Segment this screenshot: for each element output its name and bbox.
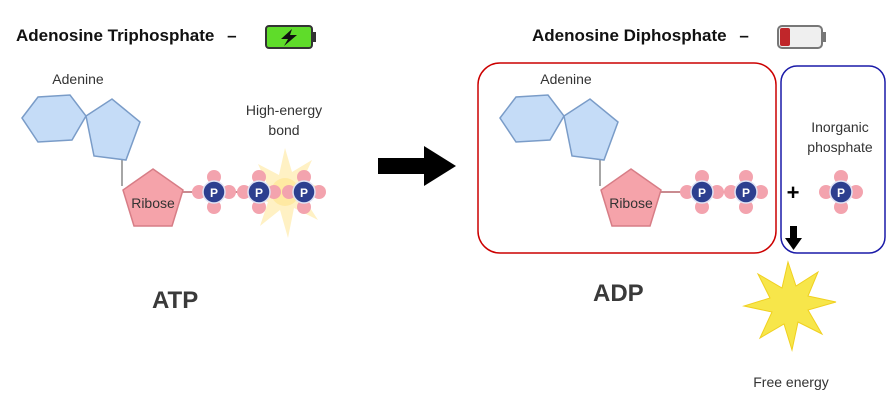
atp-molecule: Adenine Ribose P P P High-energy bond (21, 71, 326, 238)
plus-sign: + (787, 180, 800, 205)
adp-phosphate-group-1 (680, 170, 724, 214)
adp-title: Adenosine Diphosphate – (532, 26, 749, 46)
adp-title-text: Adenosine Diphosphate (532, 26, 727, 45)
adenine-hexagon (21, 94, 87, 143)
down-arrow-icon (785, 226, 802, 250)
adp-molecule: Adenine Ribose P P (499, 71, 768, 227)
atp-title: Adenosine Triphosphate – (16, 26, 237, 46)
ribose-pentagon (122, 168, 184, 227)
adp-adenine-pentagon (563, 98, 619, 161)
right-arrow-icon (378, 146, 456, 186)
free-energy-starburst (742, 260, 837, 352)
adp-adenine-label: Adenine (540, 71, 592, 87)
battery-low-icon (777, 25, 826, 49)
atp-p-label-2: P (255, 186, 263, 200)
atp-label: ATP (152, 287, 199, 314)
phosphate-group-3 (282, 170, 326, 214)
atp-title-text: Adenosine Triphosphate (16, 26, 215, 45)
high-energy-label-1: High-energy (246, 102, 322, 118)
adp-ribose-pentagon (600, 168, 662, 227)
atp-p-label-1: P (210, 186, 218, 200)
atp-title-dash: – (227, 26, 237, 45)
inorganic-phosphate: P Inorganic phosphate (807, 119, 873, 214)
phosphate-group-2 (237, 170, 281, 214)
adp-adenine-hexagon (499, 94, 565, 143)
adp-label: ADP (593, 280, 644, 307)
atp-p-label-3: P (300, 186, 308, 200)
inorganic-phosphate-box (780, 65, 886, 254)
inorganic-label-2: phosphate (807, 139, 873, 155)
pi-p-label: P (837, 186, 845, 200)
phosphate-group-1 (192, 170, 236, 214)
adp-phosphate-group-2 (724, 170, 768, 214)
adenine-pentagon (85, 98, 141, 161)
atp-adenine-label: Adenine (52, 71, 104, 87)
atp-ribose-label: Ribose (131, 195, 175, 211)
adp-p-label-2: P (742, 186, 750, 200)
adp-title-dash: – (739, 26, 749, 45)
inorganic-label-1: Inorganic (811, 119, 869, 135)
adp-p-label-1: P (698, 186, 706, 200)
battery-charging-icon (265, 25, 316, 49)
adp-box (477, 62, 777, 254)
high-energy-label-2: bond (268, 122, 299, 138)
adp-ribose-label: Ribose (609, 195, 653, 211)
free-energy-label: Free energy (753, 374, 828, 390)
